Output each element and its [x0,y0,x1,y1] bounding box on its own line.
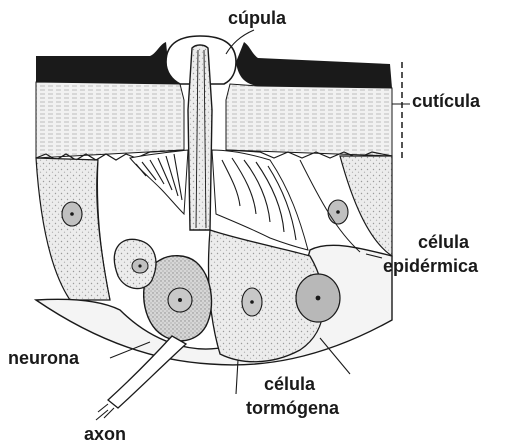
epidermal-cell-right [340,156,392,256]
label-celula-epidermica-line1: célula [418,232,469,252]
label-cupula: cúpula [228,8,286,28]
epicuticle-band [36,42,188,84]
label-celula-tormogena-line1: célula [264,374,315,394]
epidermal-cell-left [36,158,110,300]
epicuticle-band-right [236,42,392,88]
label-celula-tormogena-line2: tormógena [246,398,339,418]
label-axon: axon [84,424,126,444]
label-cuticula: cutícula [412,91,480,111]
cuticle-layer [36,82,184,158]
label-neurona: neurona [8,348,79,368]
cuticle-layer-right [226,84,392,156]
hair-shaft [188,45,212,230]
label-celula-epidermica-line2: epidérmica [383,256,478,276]
